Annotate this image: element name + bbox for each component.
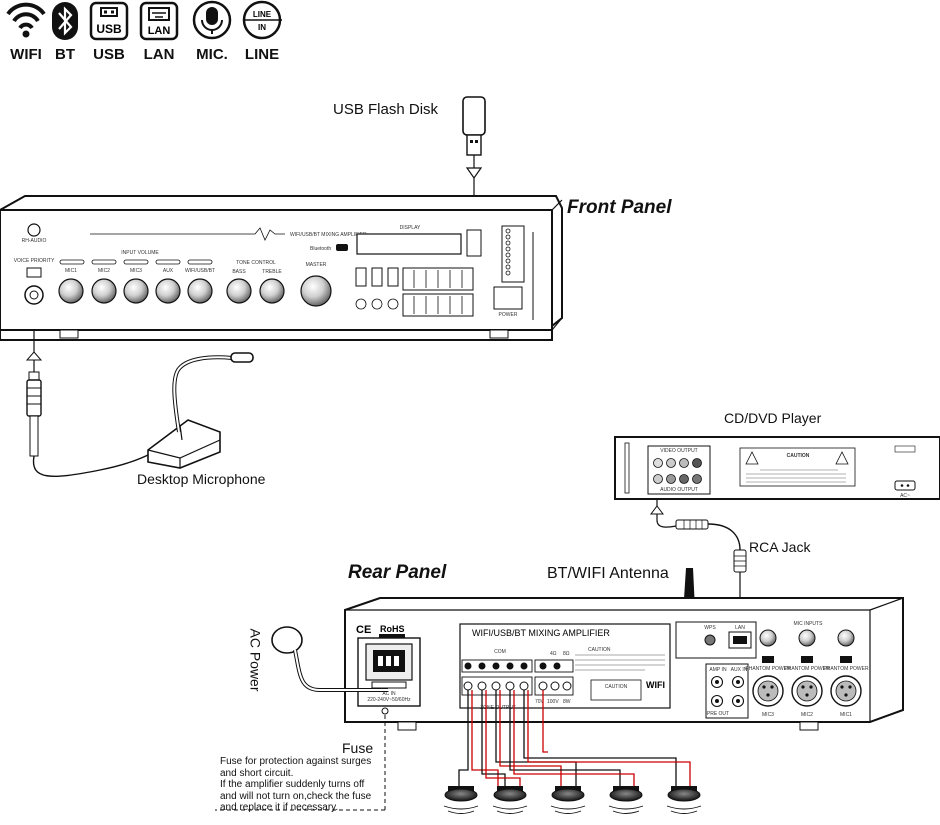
fuse-pointer [215,715,386,811]
front-input-volume: INPUT VOLUME [121,250,159,256]
rear-mic1: MIC1 [840,712,852,718]
front-panel-unit: RH-AUDIO WIFI/USB/BT MIXING AMPLIFIER Bl… [0,195,563,341]
rear-rohs: RoHS [380,624,405,634]
front-knob-label-1: MIC1 [65,268,77,274]
usb-icon: USB [89,1,129,41]
front-knob-label-4: AUX [163,268,174,274]
rear-lan: LAN [735,625,745,631]
front-knob-label-2: MIC2 [98,268,110,274]
front-power: POWER [499,312,518,318]
speakers [443,786,702,814]
bt-caption: BT [55,46,75,63]
fuse-label: Fuse [342,740,374,756]
usb-caption: USB [93,46,125,63]
rear-caution-2: CAUTION [605,684,628,690]
front-brand: RH-AUDIO [22,238,47,244]
cd-dvd-player: VIDEO OUTPUT AUDIO OUTPUT CAUTION AC~ [614,436,940,500]
rear-mic-inputs: MIC INPUTS [794,621,824,627]
rear-caution: CAUTION [588,647,611,653]
cd-dvd-player-label: CD/DVD Player [724,410,822,426]
fuse-note-line-2: and short circuit. [220,767,294,779]
usb-flash-disk-label: USB Flash Disk [333,101,439,118]
fuse-note-line-1: Fuse for protection against surges [220,756,372,767]
lan-icon: LAN [139,1,179,41]
microphone-icon [192,0,232,40]
front-tone-control: TONE CONTROL [236,260,276,266]
rear-phantom-3: PHANTOM POWER [823,666,869,672]
rear-phantom-1: PHANTOM POWER [745,666,791,672]
front-bluetooth: Bluetooth [310,246,331,252]
dvd-ac: AC~ [900,493,910,499]
front-master: MASTER [306,262,327,268]
rear-zone-output: ZONE OUTPUT [480,705,516,711]
wifi-caption: WIFI [10,46,42,63]
rear-100v: 100V [547,699,559,705]
rear-mic2: MIC2 [801,712,813,718]
rear-aux-in: AUX IN [731,667,748,673]
rear-ce: CE [356,624,371,636]
rear-wifi-title: WIFI [646,680,665,690]
rear-4ohm: 4Ω [550,651,557,657]
front-display-label: DISPLAY [400,225,421,231]
dvd-video-output: VIDEO OUTPUT [660,448,698,454]
fuse-note: Fuse for protection against surges and s… [220,756,420,814]
rear-wps: WPS [704,625,716,631]
lan-badge-text: LAN [148,25,171,37]
ac-power-label: AC Power [247,628,264,692]
usb-flash-disk [462,96,486,222]
line-caption: LINE [244,46,280,63]
desktop-microphone [147,352,254,469]
rear-70v: 70V [535,699,545,705]
rca-jack-label: RCA Jack [749,539,811,555]
fuse-note-line-5: and replace it if necessary. [220,802,339,813]
fuse-note-line-4: and will not turn on,check the fuse [220,790,372,802]
rear-model-title: WIFI/USB/BT MIXING AMPLIFIER [472,628,610,638]
line-in-badge-top: LINE [253,10,272,19]
dvd-audio-output: AUDIO OUTPUT [660,487,698,493]
rear-pre-out: PRE OUT [707,711,729,717]
speaker-wires [458,690,691,786]
usb-badge-text: USB [96,22,122,36]
rear-mic3: MIC3 [762,712,774,718]
bt-wifi-antenna-label: BT/WIFI Antenna [547,565,669,582]
front-model-strip: WIFI/USB/BT MIXING AMPLIFIER [290,232,367,238]
rear-ac-in: AC IN [382,691,396,697]
fuse-note-line-3: If the amplifier suddenly turns off [220,779,365,790]
rear-phantom-2: PHANTOM POWER [784,666,830,672]
rear-panel-title: Rear Panel [348,562,447,583]
front-knob-label-5: WIFI/USB/BT [185,268,215,274]
front-voice-priority: VOICE PRIORITY [14,258,55,264]
desktop-microphone-label: Desktop Microphone [137,471,266,487]
mic-caption: MIC. [196,46,228,63]
rear-8w: 8W [563,699,571,705]
rear-amp-in: AMP IN [709,667,727,673]
wifi-icon [6,2,46,38]
front-knob-label-3: MIC3 [130,268,142,274]
rear-com: COM [494,649,506,655]
rear-8ohm: 8Ω [563,651,570,657]
rear-ac-spec: 220-240V~50/60Hz [367,697,411,703]
rear-panel-unit: CE RoHS AC IN 220-240V~50/60Hz WIFI/USB/… [344,597,904,731]
front-panel-title: Front Panel [567,197,672,218]
line-in-icon: LINE IN [242,0,282,40]
front-tone-treble: TREBLE [262,269,282,275]
dvd-caution: CAUTION [787,453,810,459]
lan-caption: LAN [143,46,175,63]
ac-power-cord [271,626,388,692]
bluetooth-icon [52,2,78,40]
line-in-badge-bottom: IN [258,23,266,32]
front-tone-bass: BASS [232,269,246,275]
